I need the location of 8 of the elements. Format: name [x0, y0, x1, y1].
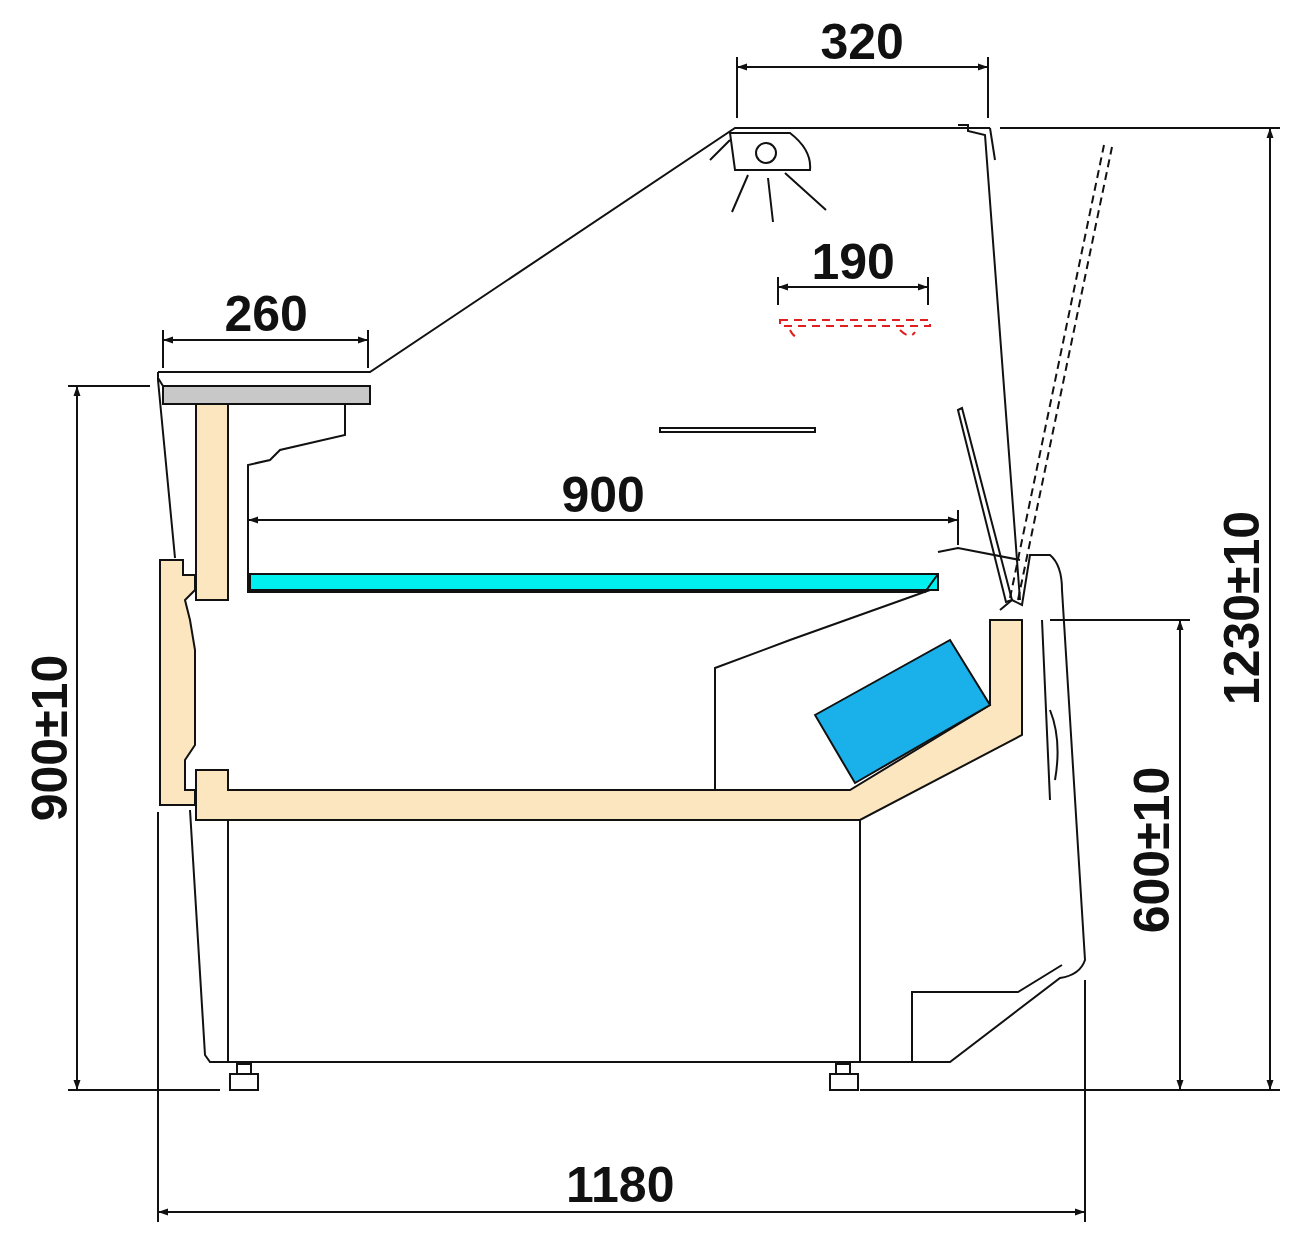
dimension-label: 1230±10: [1217, 510, 1268, 706]
dimension-label: 320: [820, 17, 904, 67]
dimension-label: 900±10: [25, 654, 76, 822]
dimension-label: 260: [224, 289, 308, 339]
dimension-label: 190: [811, 237, 895, 287]
dimension-label: 900: [561, 470, 645, 520]
dimension-label: 1180: [566, 1160, 675, 1210]
dimension-label: 600±10: [1127, 766, 1178, 934]
